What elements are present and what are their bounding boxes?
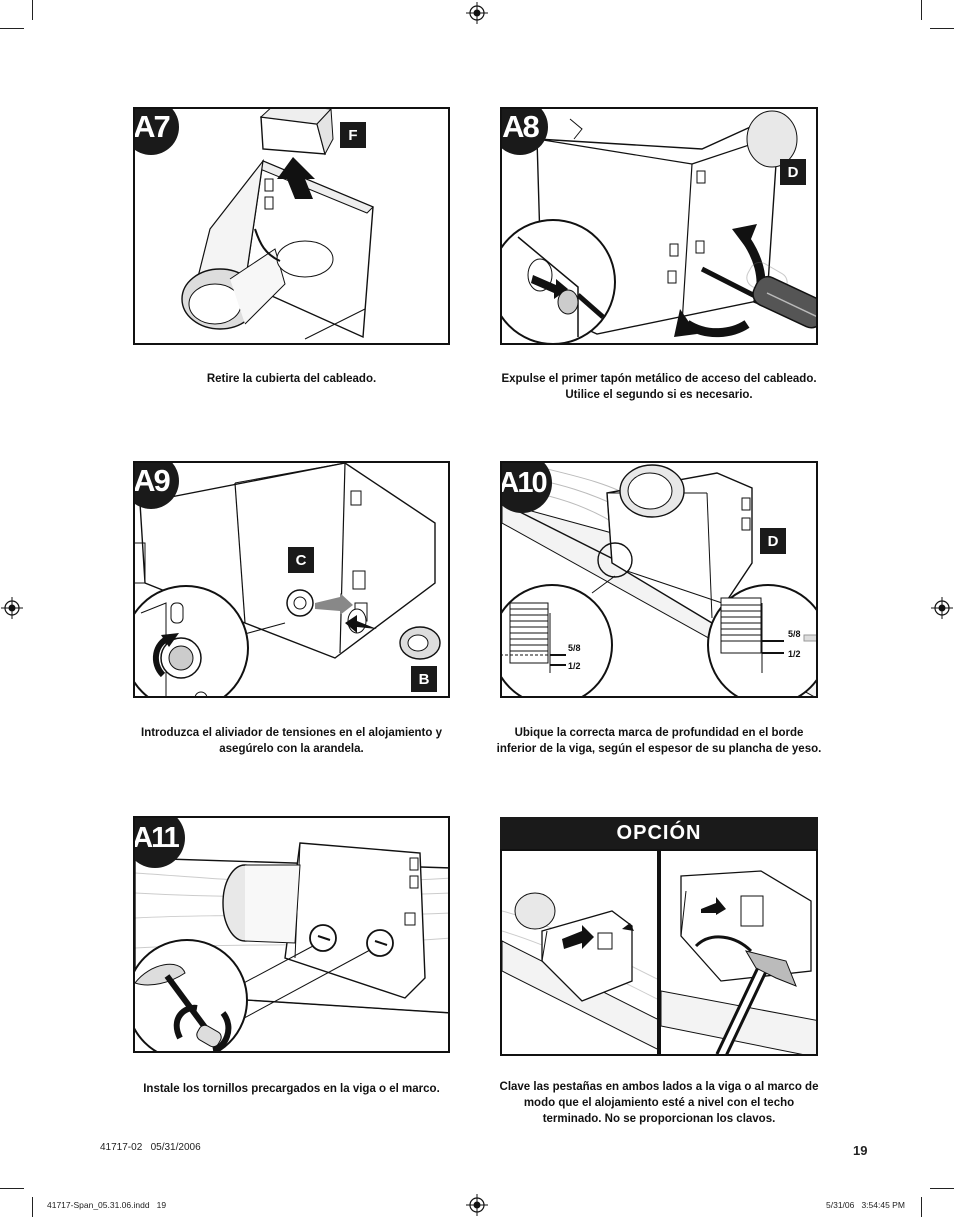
step-a8-caption: Expulse el primer tapón metálico de acce… <box>490 371 828 403</box>
option-caption: Clave las pestañas en ambos lados a la v… <box>490 1079 828 1127</box>
depth-label-top: 5/8 <box>788 629 801 639</box>
depth-label-top: 5/8 <box>568 643 581 653</box>
depth-detail-left: 5/8 1/2 <box>502 584 613 696</box>
part-label: B <box>411 666 437 692</box>
part-label: D <box>760 528 786 554</box>
option-panel-left <box>500 849 659 1056</box>
hammer-icon <box>715 950 797 1054</box>
step-a11-caption: Instale los tornillos precargados en la … <box>143 1083 440 1095</box>
crop-mark <box>0 28 24 29</box>
registration-mark-icon <box>466 1194 488 1216</box>
page-number: 19 <box>853 1143 868 1158</box>
step-a7-caption: Retire la cubierta del cableado. <box>206 373 377 385</box>
depth-label-bottom: 1/2 <box>568 661 581 671</box>
crop-mark <box>0 1188 24 1189</box>
file-slug: 41717-Span_05.31.06.indd 19 <box>47 1200 167 1210</box>
step-a10-panel: 5/8 1/2 5/8 1/2 A10 D <box>500 461 818 698</box>
option-panel-right <box>659 849 818 1056</box>
caption-line: modo que el alojamiento esté a nivel con… <box>523 1097 795 1109</box>
step-a11-panel: A11 <box>133 816 450 1053</box>
step-a10-caption: Ubique la correcta marca de profundidad … <box>490 725 828 757</box>
step-a7-panel: A7 F <box>133 107 450 345</box>
part-label: D <box>780 159 806 185</box>
crop-mark <box>32 1197 33 1217</box>
print-timestamp: 5/31/06 3:54:45 PM <box>826 1200 905 1210</box>
caption-line: terminado. No se proporcionan los clavos… <box>542 1113 776 1125</box>
caption-line: inferior de la viga, según el espesor de… <box>496 743 822 755</box>
arrow-icon <box>277 157 315 199</box>
depth-label-bottom: 1/2 <box>788 649 801 659</box>
detail-magnifier <box>135 585 249 696</box>
step-a9-caption: Introduzca el aliviador de tensiones en … <box>133 725 450 757</box>
document-id: 41717-02 05/31/2006 <box>100 1142 201 1153</box>
detail-magnifier <box>135 939 248 1051</box>
registration-mark-icon <box>1 597 23 619</box>
step-badge: A9 <box>135 463 179 509</box>
housing-illustration <box>181 109 374 340</box>
screwdriver-icon <box>700 266 816 329</box>
housing-illustration <box>502 892 657 1050</box>
caption-line: Clave las pestañas en ambos lados a la v… <box>499 1081 819 1093</box>
caption-line: Expulse el primer tapón metálico de acce… <box>501 373 817 385</box>
crop-mark <box>930 1188 954 1189</box>
part-label: C <box>288 547 314 573</box>
step-badge: A10 <box>502 463 552 513</box>
step-a8-panel: A8 D <box>500 107 818 345</box>
crop-mark <box>921 0 922 20</box>
crop-mark <box>930 28 954 29</box>
step-a9-panel: A9 C B <box>133 461 450 698</box>
crop-mark <box>921 1197 922 1217</box>
caption-line: Ubique la correcta marca de profundidad … <box>514 727 804 739</box>
part-label: F <box>340 122 366 148</box>
caption-line: asegúrelo con la arandela. <box>219 743 364 755</box>
crop-mark <box>32 0 33 20</box>
detail-magnifier <box>502 219 616 343</box>
caption-line: Introduzca el aliviador de tensiones en … <box>141 727 442 739</box>
option-heading: OPCIÓN <box>500 817 818 849</box>
registration-mark-icon <box>466 2 488 24</box>
caption-line: Utilice el segundo si es necesario. <box>565 389 753 401</box>
depth-detail-right: 5/8 1/2 <box>707 584 816 696</box>
registration-mark-icon <box>931 597 953 619</box>
